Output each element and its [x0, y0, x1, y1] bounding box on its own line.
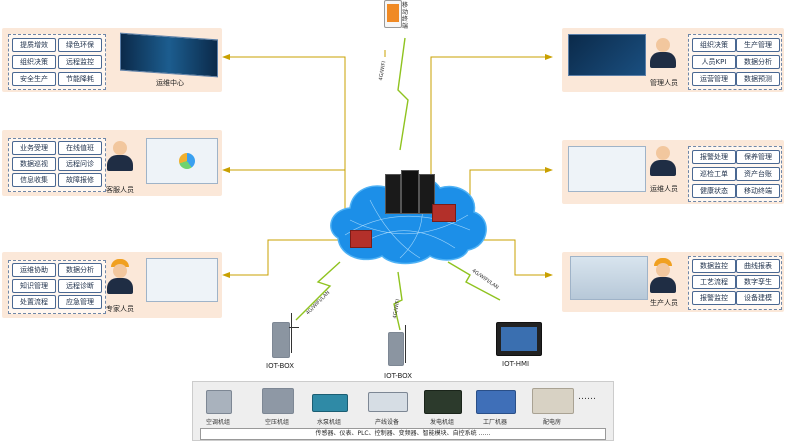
control-center-title: 运维中心 [156, 79, 184, 87]
tag: 绿色环保 [58, 38, 102, 52]
tag: 组织决策 [12, 55, 56, 69]
video-wall-image [120, 32, 218, 78]
dashboard-screenshot [568, 34, 646, 76]
tag: 远程监控 [58, 55, 102, 69]
person-body-icon [650, 160, 676, 176]
management-title: 管理人员 [650, 79, 678, 87]
equipment-footer: 传感器、仪表、PLC、控制器、变频器、智能模块、自控系统 …… [200, 428, 606, 440]
iot-box-label: IOT-BOX [384, 372, 413, 380]
iot-box-label: IOT-BOX [266, 362, 295, 370]
distribution-room-icon [532, 388, 574, 414]
tag: 报警处理 [692, 150, 736, 164]
person-avatar-icon [113, 264, 127, 278]
equipment-label: 发电机组 [429, 419, 454, 426]
tag: 保养管理 [736, 150, 780, 164]
tag: 数据监控 [692, 259, 736, 273]
industrial-machine-icon [476, 390, 516, 414]
scada-screenshot [570, 256, 648, 300]
iot-box-icon [388, 325, 406, 366]
tag: 提质增效 [12, 38, 56, 52]
equipment-label: 空调机组 [205, 419, 230, 426]
production-line-icon [368, 392, 408, 412]
equipment-more: …… [578, 392, 596, 402]
tag: 远程问诊 [58, 157, 102, 171]
equipment-label: 空压机组 [264, 419, 289, 426]
expert-title: 专家人员 [106, 305, 134, 313]
person-avatar-icon [656, 38, 670, 52]
tag: 处置流程 [12, 295, 56, 309]
tag: 人员KPI [692, 55, 736, 69]
tag: 数字孪生 [736, 275, 780, 289]
person-body-icon [107, 155, 133, 171]
tag: 设备建模 [736, 291, 780, 305]
tag: 故障报修 [58, 173, 102, 187]
customer-service-title: 客服人员 [106, 186, 134, 194]
tag: 曲线报表 [736, 259, 780, 273]
tag: 健康状态 [692, 184, 736, 198]
person-body-icon [650, 277, 676, 293]
operations-title: 运维人员 [650, 185, 678, 193]
tag: 业务受理 [12, 141, 56, 155]
tag: 资产台账 [736, 167, 780, 181]
tag: 信息收集 [12, 173, 56, 187]
tag: 数据巡视 [12, 157, 56, 171]
tag: 数据预测 [736, 72, 780, 86]
firewall-icon [432, 204, 456, 222]
water-pump-icon [312, 394, 348, 412]
person-avatar-icon [113, 141, 127, 155]
tag: 运维协助 [12, 263, 56, 277]
tag: 数据分析 [736, 55, 780, 69]
iot-hmi-label: IOT-HMI [502, 360, 530, 368]
tag: 工艺流程 [692, 275, 736, 289]
air-conditioner-icon [206, 390, 232, 414]
tag: 生产管理 [736, 38, 780, 52]
server-icon [385, 170, 435, 214]
tag: 运营管理 [692, 72, 736, 86]
tag: 组织决策 [692, 38, 736, 52]
equipment-label: 工厂机器 [482, 419, 507, 426]
tag: 远程诊断 [58, 279, 102, 293]
person-body-icon [107, 278, 133, 294]
generator-icon [424, 390, 462, 414]
helmet-icon [654, 258, 672, 266]
helmet-icon [111, 259, 129, 267]
mobile-label: 移动终端 [402, 2, 409, 30]
person-avatar-icon [656, 263, 670, 277]
tag: 报警监控 [692, 291, 736, 305]
tag: 移动终端 [736, 184, 780, 198]
tag: 节能降耗 [58, 72, 102, 86]
equipment-label: 水泵机组 [316, 419, 341, 426]
tag: 数据分析 [58, 263, 102, 277]
tag: 应急管理 [58, 295, 102, 309]
tag: 安全生产 [12, 72, 56, 86]
tag: 巡检工单 [692, 167, 736, 181]
person-avatar-icon [656, 146, 670, 160]
iot-box-icon [272, 313, 299, 358]
dashboard-screenshot [146, 258, 218, 302]
equipment-label: 配电房 [542, 419, 561, 426]
air-compressor-icon [262, 388, 294, 414]
production-title: 生产人员 [650, 299, 678, 307]
tag: 知识管理 [12, 279, 56, 293]
mobile-phone-icon [384, 0, 402, 28]
iot-hmi-icon [496, 322, 542, 356]
equipment-label: 产线设备 [374, 419, 399, 426]
dashboard-screenshot [568, 146, 646, 192]
tag: 在线值班 [58, 141, 102, 155]
person-body-icon [650, 52, 676, 68]
firewall-icon [350, 230, 372, 248]
dashboard-screenshot [146, 138, 218, 184]
